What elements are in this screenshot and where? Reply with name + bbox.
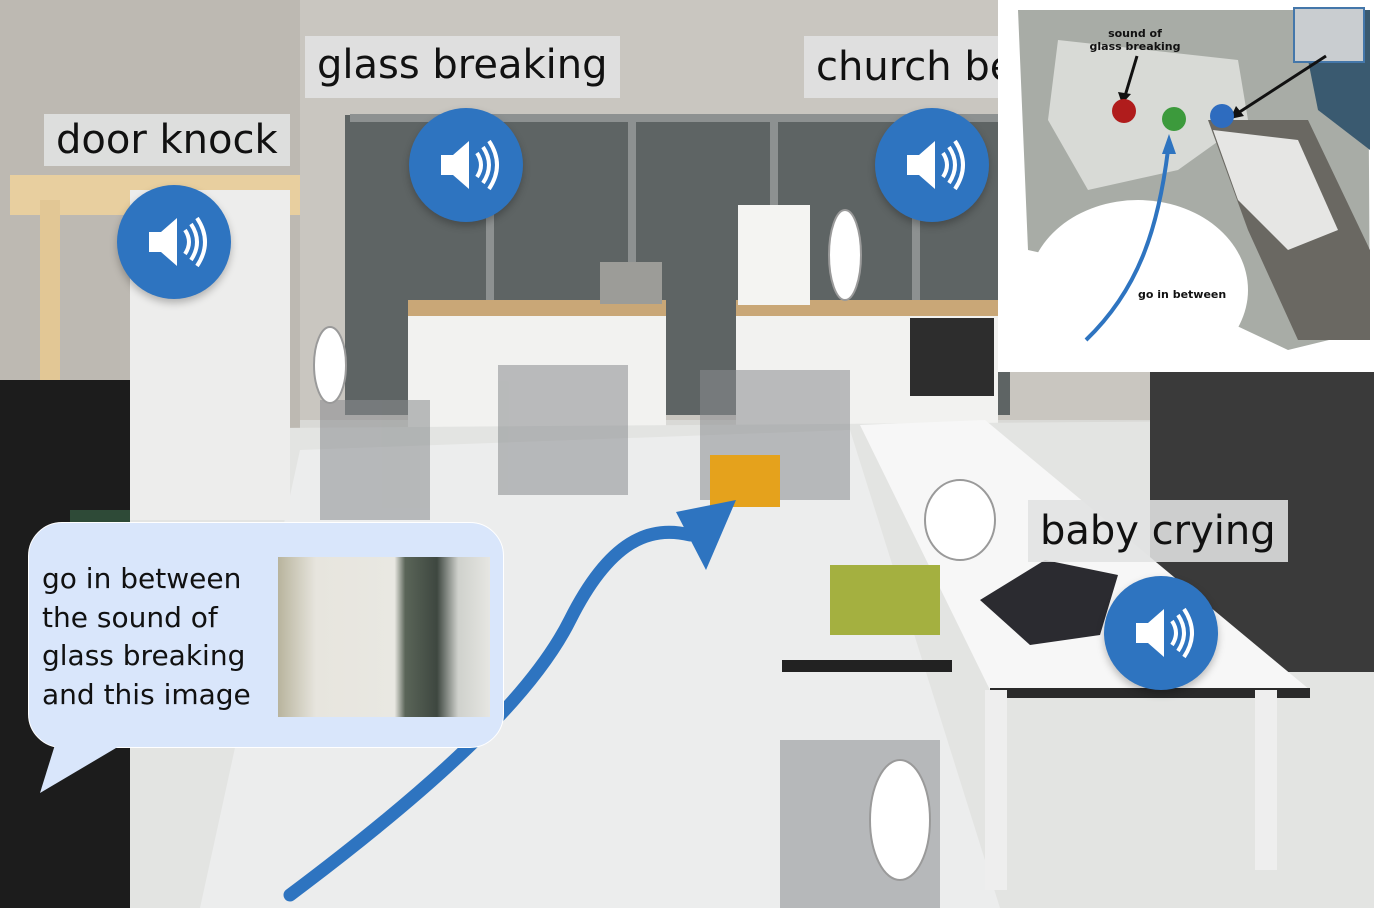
map-sound-label-line2: glass breaking [1089, 40, 1181, 53]
map-path-label: go in between [1138, 288, 1227, 301]
speaker-icon [907, 139, 965, 191]
glass-breaking-label: glass breaking [305, 36, 620, 98]
door-knock-label: door knock [44, 114, 290, 166]
baby-crying-label: baby crying [1028, 500, 1288, 562]
map-sound-label: sound of glass breaking [1080, 27, 1190, 53]
map-sound-label-line1: sound of [1108, 27, 1162, 40]
point-cloud-map-inset: sound of glass breaking go in between [998, 0, 1374, 372]
speaker-icon [441, 139, 499, 191]
instruction-line: the sound of [42, 600, 218, 634]
baby-crying-speaker-icon [1104, 576, 1218, 690]
glass-breaking-speaker-icon [409, 108, 523, 222]
speech-bubble-tail [40, 735, 138, 793]
point-cloud-map [998, 0, 1374, 372]
instruction-line: go in between [42, 562, 242, 595]
goal-image-thumbnail [278, 557, 490, 717]
speaker-icon [1136, 607, 1194, 659]
church-bell-speaker-icon [875, 108, 989, 222]
door-knock-speaker-icon [117, 185, 231, 299]
instruction-line: glass breaking [42, 639, 246, 672]
speaker-icon [149, 216, 207, 268]
instruction-line: and this image [42, 677, 251, 711]
instruction-text: go in between the sound of glass breakin… [42, 560, 282, 714]
